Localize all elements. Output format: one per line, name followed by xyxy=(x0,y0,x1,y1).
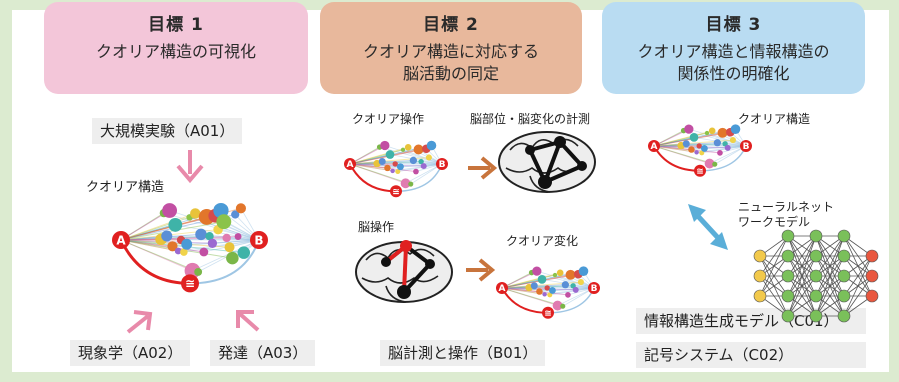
orange-arrow-bottom xyxy=(466,258,496,282)
large-scale-experiment-label: 大規模実験（A01） xyxy=(92,118,243,144)
goal-2-title: 目標 2 xyxy=(423,15,479,35)
symbol-system-label: 記号システム（C02） xyxy=(636,342,866,368)
orange-arrow-top xyxy=(468,156,498,180)
svg-text:≅: ≅ xyxy=(696,167,704,177)
goal-3-header: 目標 3 クオリア構造と情報構造の 関係性の明確化 xyxy=(602,2,865,94)
brain-operation-label: 脳操作 xyxy=(358,220,395,234)
goal-3-title: 目標 3 xyxy=(705,15,762,35)
svg-text:≅: ≅ xyxy=(185,277,195,291)
svg-text:B: B xyxy=(743,142,750,152)
nn-model-label: ニューラルネット ワークモデル xyxy=(738,200,835,229)
pink-diagonal-arrow-left xyxy=(126,310,153,334)
svg-text:A: A xyxy=(499,284,506,294)
brain-operation-image xyxy=(355,240,453,303)
qualia-structure-graph-large: A B ≅ xyxy=(112,202,268,293)
brain-measurement-image xyxy=(498,131,596,193)
qualia-structure-label-1: クオリア構造 xyxy=(86,180,165,195)
goal-2-subtitle: クオリア構造に対応する 脳活動の同定 xyxy=(362,42,539,83)
svg-text:A: A xyxy=(116,233,126,247)
goal-2-header: 目標 2 クオリア構造に対応する 脳活動の同定 xyxy=(320,2,582,94)
qualia-structure-label-3: クオリア構造 xyxy=(738,112,811,126)
pink-down-arrow xyxy=(176,150,204,184)
qualia-structure-graph-change: A B ≅ xyxy=(496,266,600,319)
goal-1-title: 目標 1 xyxy=(148,15,204,35)
qualia-change-label: クオリア変化 xyxy=(506,234,579,248)
brain-measure-operation-label: 脳計測と操作（B01） xyxy=(380,340,546,366)
qualia-structure-graph-operation: A B ≅ xyxy=(344,140,448,198)
pink-diagonal-arrow-right xyxy=(236,310,260,332)
goal-1-subtitle: クオリア構造の可視化 xyxy=(95,42,256,61)
svg-text:B: B xyxy=(439,160,446,170)
brain-measure-label: 脳部位・脳変化の計測 xyxy=(470,112,591,126)
svg-text:B: B xyxy=(254,233,263,247)
neural-network-diagram xyxy=(753,229,879,323)
svg-text:≅: ≅ xyxy=(544,309,552,319)
qualia-structure-graph-info: A B ≅ xyxy=(648,124,752,177)
svg-text:A: A xyxy=(651,142,658,152)
svg-text:≅: ≅ xyxy=(392,188,400,198)
goal-1-header: 目標 1 クオリア構造の可視化 xyxy=(44,2,308,94)
qualia-operation-label: クオリア操作 xyxy=(352,112,425,126)
svg-text:B: B xyxy=(591,284,598,294)
development-label: 発達（A03） xyxy=(210,340,316,366)
blue-double-arrow xyxy=(688,204,728,250)
phenomenology-label: 現象学（A02） xyxy=(70,340,191,366)
svg-text:A: A xyxy=(347,160,354,170)
goal-3-subtitle: クオリア構造と情報構造の 関係性の明確化 xyxy=(637,42,830,83)
